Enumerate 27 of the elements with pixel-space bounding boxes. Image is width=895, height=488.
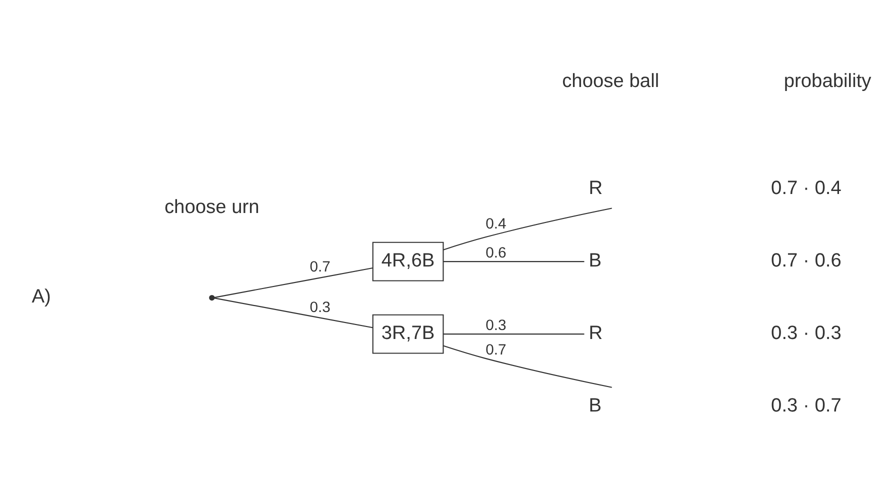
edge-label: 0.7 [310,258,330,275]
connector [443,260,584,262]
edge-label: 0.3 [310,298,330,316]
node-box: 3R,7B [372,314,444,354]
edge-label: 0.4 [486,215,506,232]
edge-label: 0.7 [486,341,506,358]
node-label: 0.7 · 0.4 [771,177,842,198]
label: choose ball [562,70,660,92]
node-text: R [588,322,603,344]
node-label: 0.7 · 0.6 [771,250,842,271]
node-label: 0.3 · 0.3 [771,322,842,344]
node-box: 4R,6B [372,241,444,281]
node-text: B [588,250,602,271]
node-point [209,294,215,300]
edge-label: 0.6 [486,244,506,262]
label: A) [32,286,51,307]
label: choose urn [164,196,260,218]
node-text: B [588,394,602,416]
node-text: R [588,177,603,198]
connector [214,297,373,328]
connector [443,207,612,250]
connector [443,333,584,334]
connector [214,266,373,298]
connector [443,344,612,388]
node-label: 0.3 · 0.7 [771,394,842,416]
edge-label: 0.3 [486,316,506,334]
label: probability [784,70,872,92]
